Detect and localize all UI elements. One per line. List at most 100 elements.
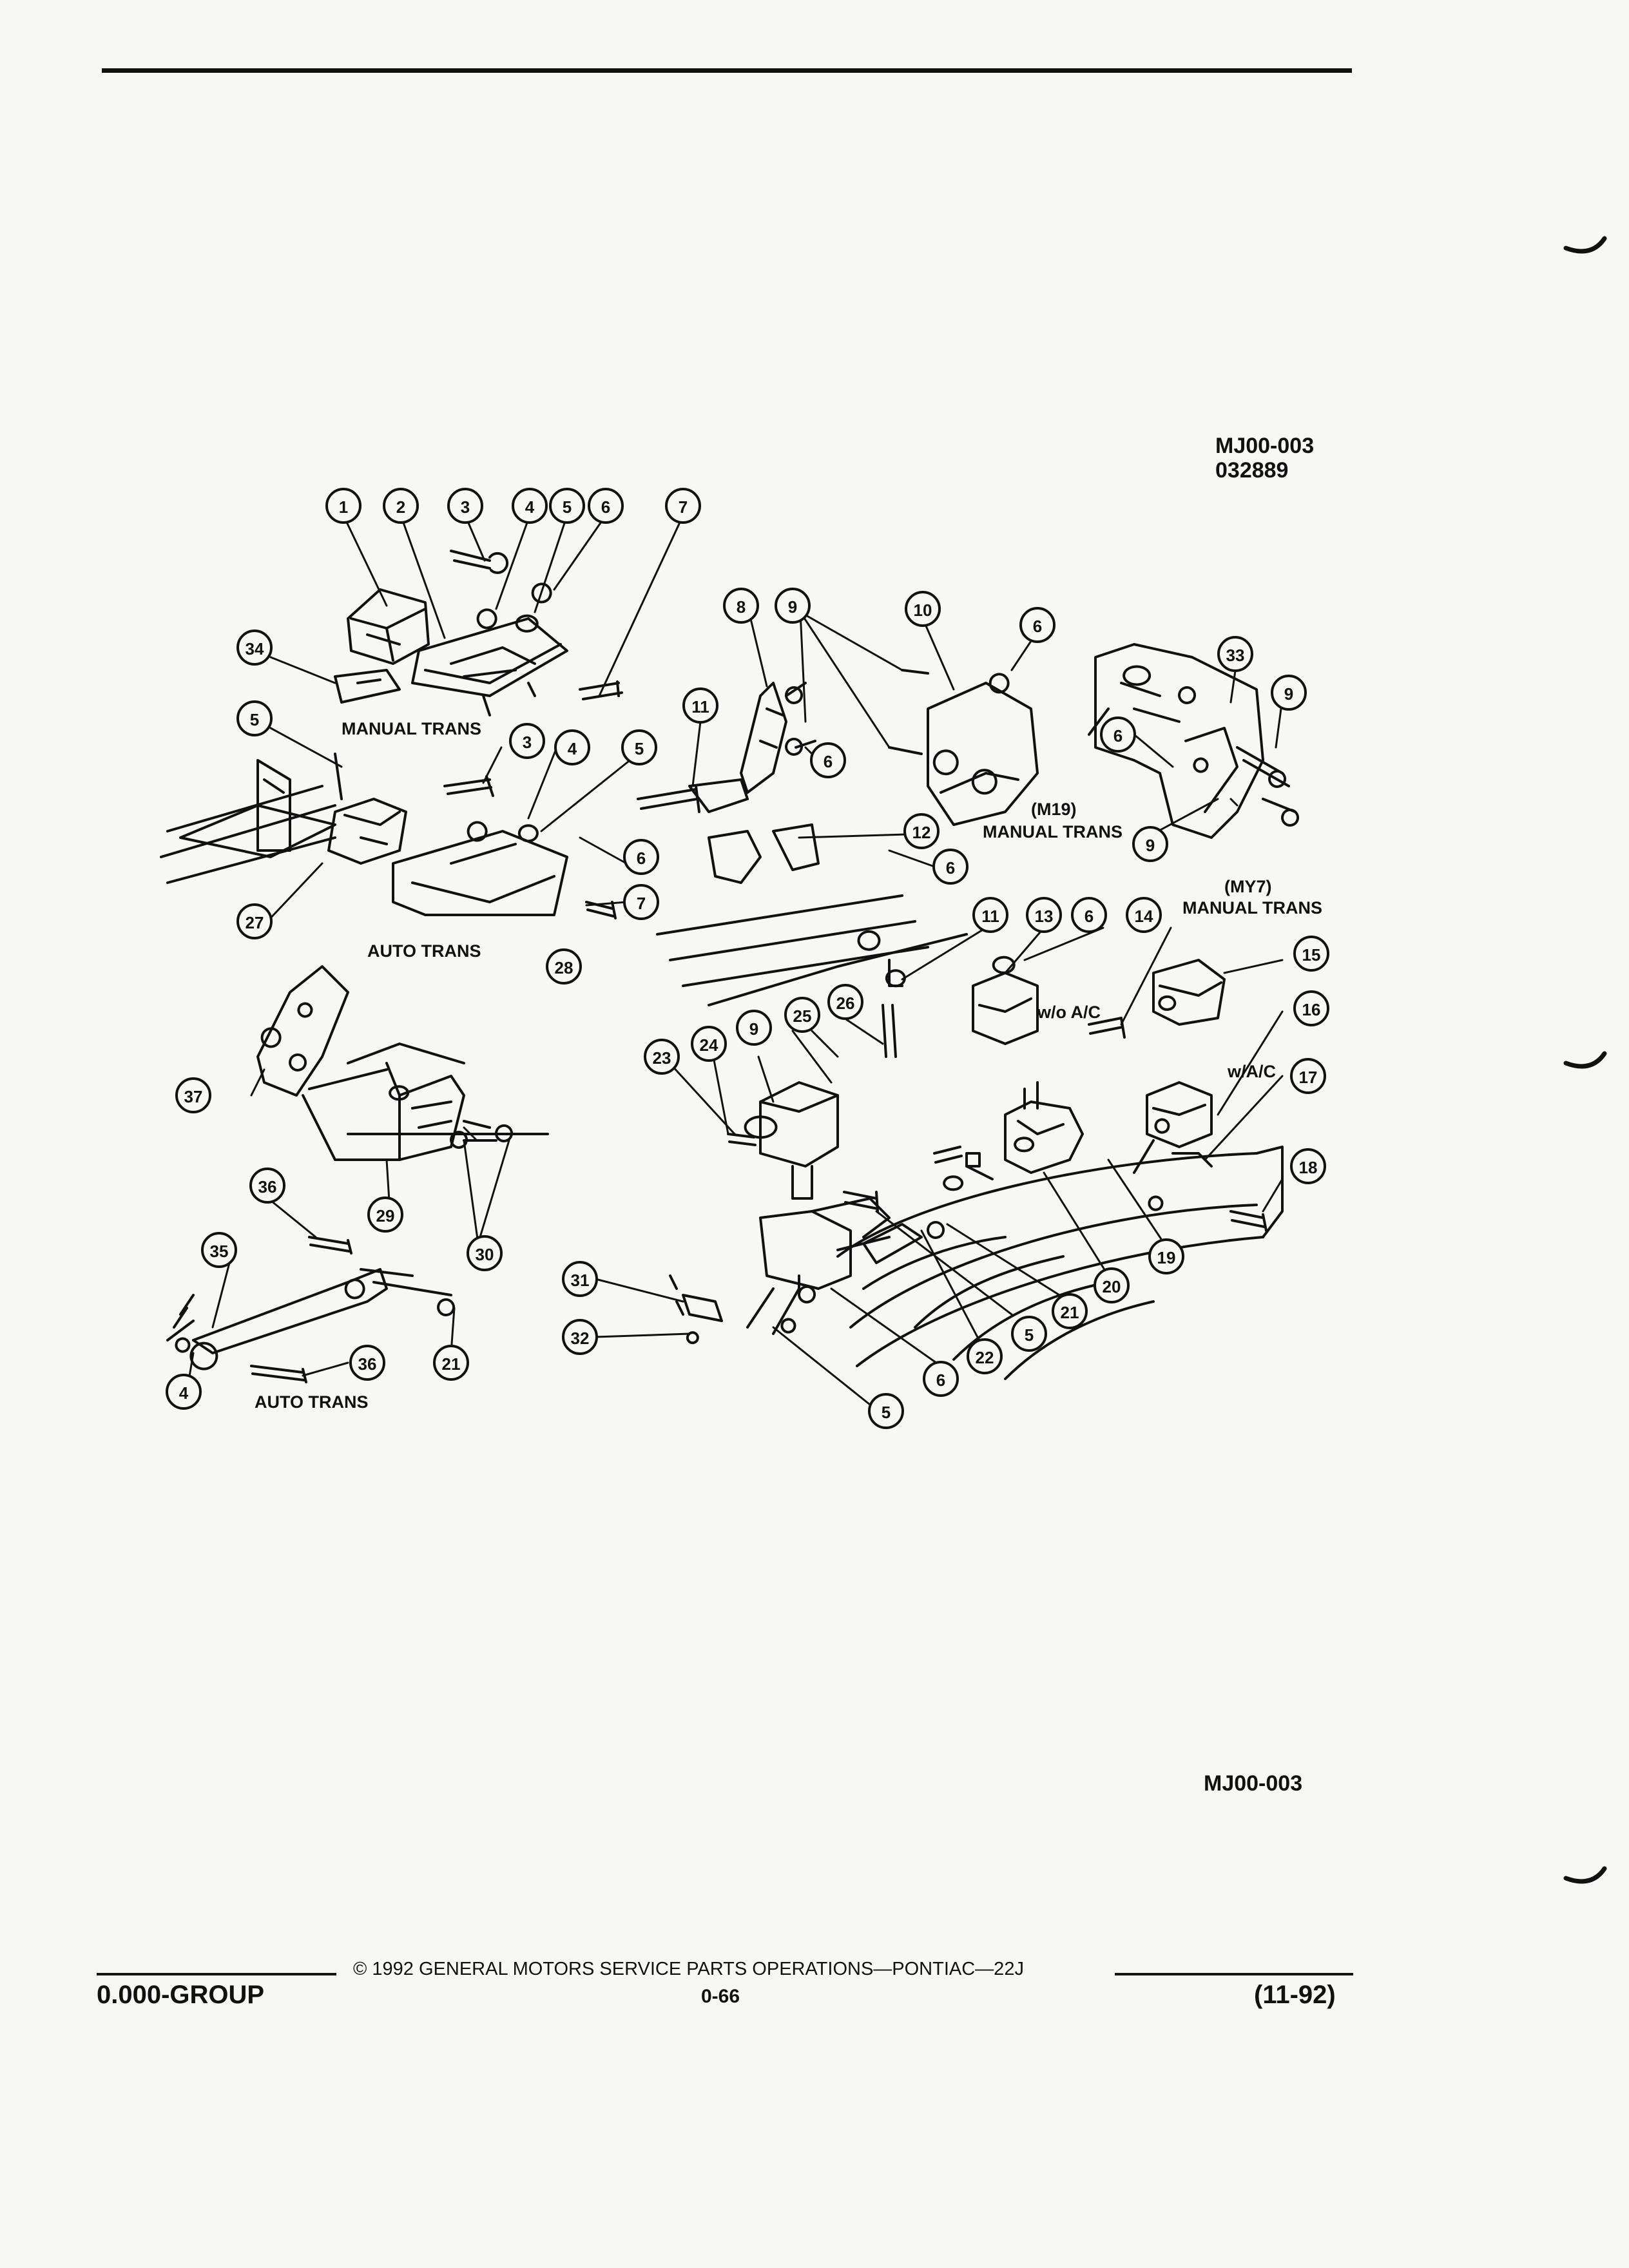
callout-5-c [1011, 1316, 1047, 1352]
callout-numbers: 1 2 3 4 5 6 7 34 5 27 3 4 5 6 7 28 8 9 1… [179, 497, 1321, 1422]
svg-text:3: 3 [523, 733, 532, 752]
svg-text:1: 1 [339, 497, 348, 517]
callout-4-bot [166, 1374, 202, 1410]
footer-rule-left [97, 1973, 336, 1975]
svg-text:15: 15 [1302, 945, 1321, 965]
svg-text:4: 4 [179, 1383, 189, 1403]
label-my7: (MY7) [1224, 877, 1272, 896]
callout-6-mid [623, 839, 659, 875]
callout-33 [1217, 636, 1253, 672]
svg-text:35: 35 [210, 1242, 229, 1261]
svg-text:5: 5 [250, 710, 259, 729]
callout-5-bot [868, 1393, 904, 1429]
callout-6-f [923, 1361, 959, 1397]
svg-text:13: 13 [1035, 907, 1054, 926]
svg-text:2: 2 [396, 497, 405, 517]
callout-5-top [549, 488, 585, 524]
svg-text:18: 18 [1299, 1158, 1318, 1177]
svg-text:25: 25 [793, 1006, 812, 1026]
svg-text:34: 34 [246, 639, 264, 658]
callout-36-top [249, 1168, 285, 1204]
label-wo-ac: w/o A/C [1037, 1003, 1101, 1022]
my7-mount-group [1088, 643, 1300, 839]
figure-ref-number: 032889 [1215, 458, 1289, 483]
callout-13 [1026, 897, 1062, 933]
footer-rule-right [1115, 1973, 1353, 1975]
svg-text:4: 4 [525, 497, 535, 517]
svg-text:20: 20 [1103, 1277, 1121, 1296]
callout-6-e [1071, 897, 1107, 933]
callout-3-mid [509, 723, 545, 759]
svg-text:19: 19 [1157, 1248, 1176, 1267]
lower-left-bracket-group [256, 965, 549, 1161]
callout-34 [236, 629, 273, 666]
callout-17 [1290, 1058, 1326, 1094]
svg-text:9: 9 [749, 1019, 758, 1039]
svg-text:8: 8 [737, 597, 746, 617]
svg-text:21: 21 [442, 1354, 461, 1374]
callout-15 [1293, 936, 1329, 972]
callout-22 [967, 1338, 1003, 1374]
svg-text:6: 6 [601, 497, 610, 517]
svg-text:32: 32 [571, 1329, 590, 1348]
footer-copyright: © 1992 GENERAL MOTORS SERVICE PARTS OPER… [353, 1959, 1024, 1979]
svg-text:6: 6 [824, 752, 833, 771]
svg-text:31: 31 [571, 1271, 590, 1290]
label-auto-trans-top: AUTO TRANS [367, 941, 481, 961]
crossmember-group [656, 894, 968, 1058]
callout-14 [1126, 897, 1162, 933]
callout-5-left [236, 700, 273, 736]
margin-marks [1563, 236, 1607, 1884]
svg-text:10: 10 [914, 601, 932, 620]
callout-37 [175, 1077, 211, 1113]
svg-text:29: 29 [376, 1206, 395, 1225]
callout-12 [903, 813, 940, 849]
callout-1 [325, 488, 361, 524]
svg-text:11: 11 [691, 697, 709, 716]
svg-text:21: 21 [1061, 1303, 1079, 1322]
svg-text:7: 7 [637, 894, 646, 913]
callout-30 [467, 1235, 503, 1271]
svg-text:30: 30 [476, 1245, 494, 1264]
callout-35 [201, 1232, 237, 1268]
svg-text:36: 36 [258, 1177, 277, 1196]
callout-20 [1094, 1267, 1130, 1303]
auto-trans-mount-group [160, 753, 617, 919]
svg-text:24: 24 [700, 1035, 718, 1055]
svg-text:37: 37 [184, 1087, 203, 1106]
svg-text:9: 9 [1284, 684, 1293, 704]
svg-text:7: 7 [679, 497, 688, 517]
callout-36-bot [349, 1345, 385, 1381]
label-m19: (M19) [1031, 800, 1077, 819]
top-rule [102, 68, 1352, 73]
ac-mount-group [927, 956, 1268, 1239]
callout-31 [562, 1261, 598, 1297]
callout-bubbles [166, 488, 1329, 1429]
label-w-ac: w/A/C [1227, 1062, 1276, 1081]
callout-7-top [665, 488, 701, 524]
lower-center-mount-group [669, 1081, 923, 1345]
callout-18 [1290, 1148, 1326, 1184]
svg-text:26: 26 [836, 994, 855, 1013]
svg-text:6: 6 [1113, 726, 1123, 745]
svg-text:6: 6 [946, 858, 955, 878]
svg-text:5: 5 [882, 1403, 891, 1422]
svg-text:36: 36 [358, 1354, 377, 1374]
callout-27 [236, 903, 273, 939]
callout-26 [827, 984, 863, 1020]
svg-text:14: 14 [1135, 907, 1153, 926]
svg-text:5: 5 [563, 497, 572, 517]
svg-text:5: 5 [635, 739, 644, 758]
callout-6-d [932, 849, 969, 885]
callout-9-r1 [1271, 675, 1307, 711]
callout-21-bot [433, 1345, 469, 1381]
callout-4-mid [554, 729, 590, 765]
callout-10 [905, 591, 941, 627]
callout-11-top [682, 687, 718, 724]
svg-text:22: 22 [976, 1348, 994, 1367]
auto-trans-strut-group [166, 1236, 456, 1383]
svg-text:27: 27 [246, 913, 264, 932]
svg-text:6: 6 [1084, 907, 1094, 926]
svg-text:33: 33 [1226, 646, 1245, 665]
